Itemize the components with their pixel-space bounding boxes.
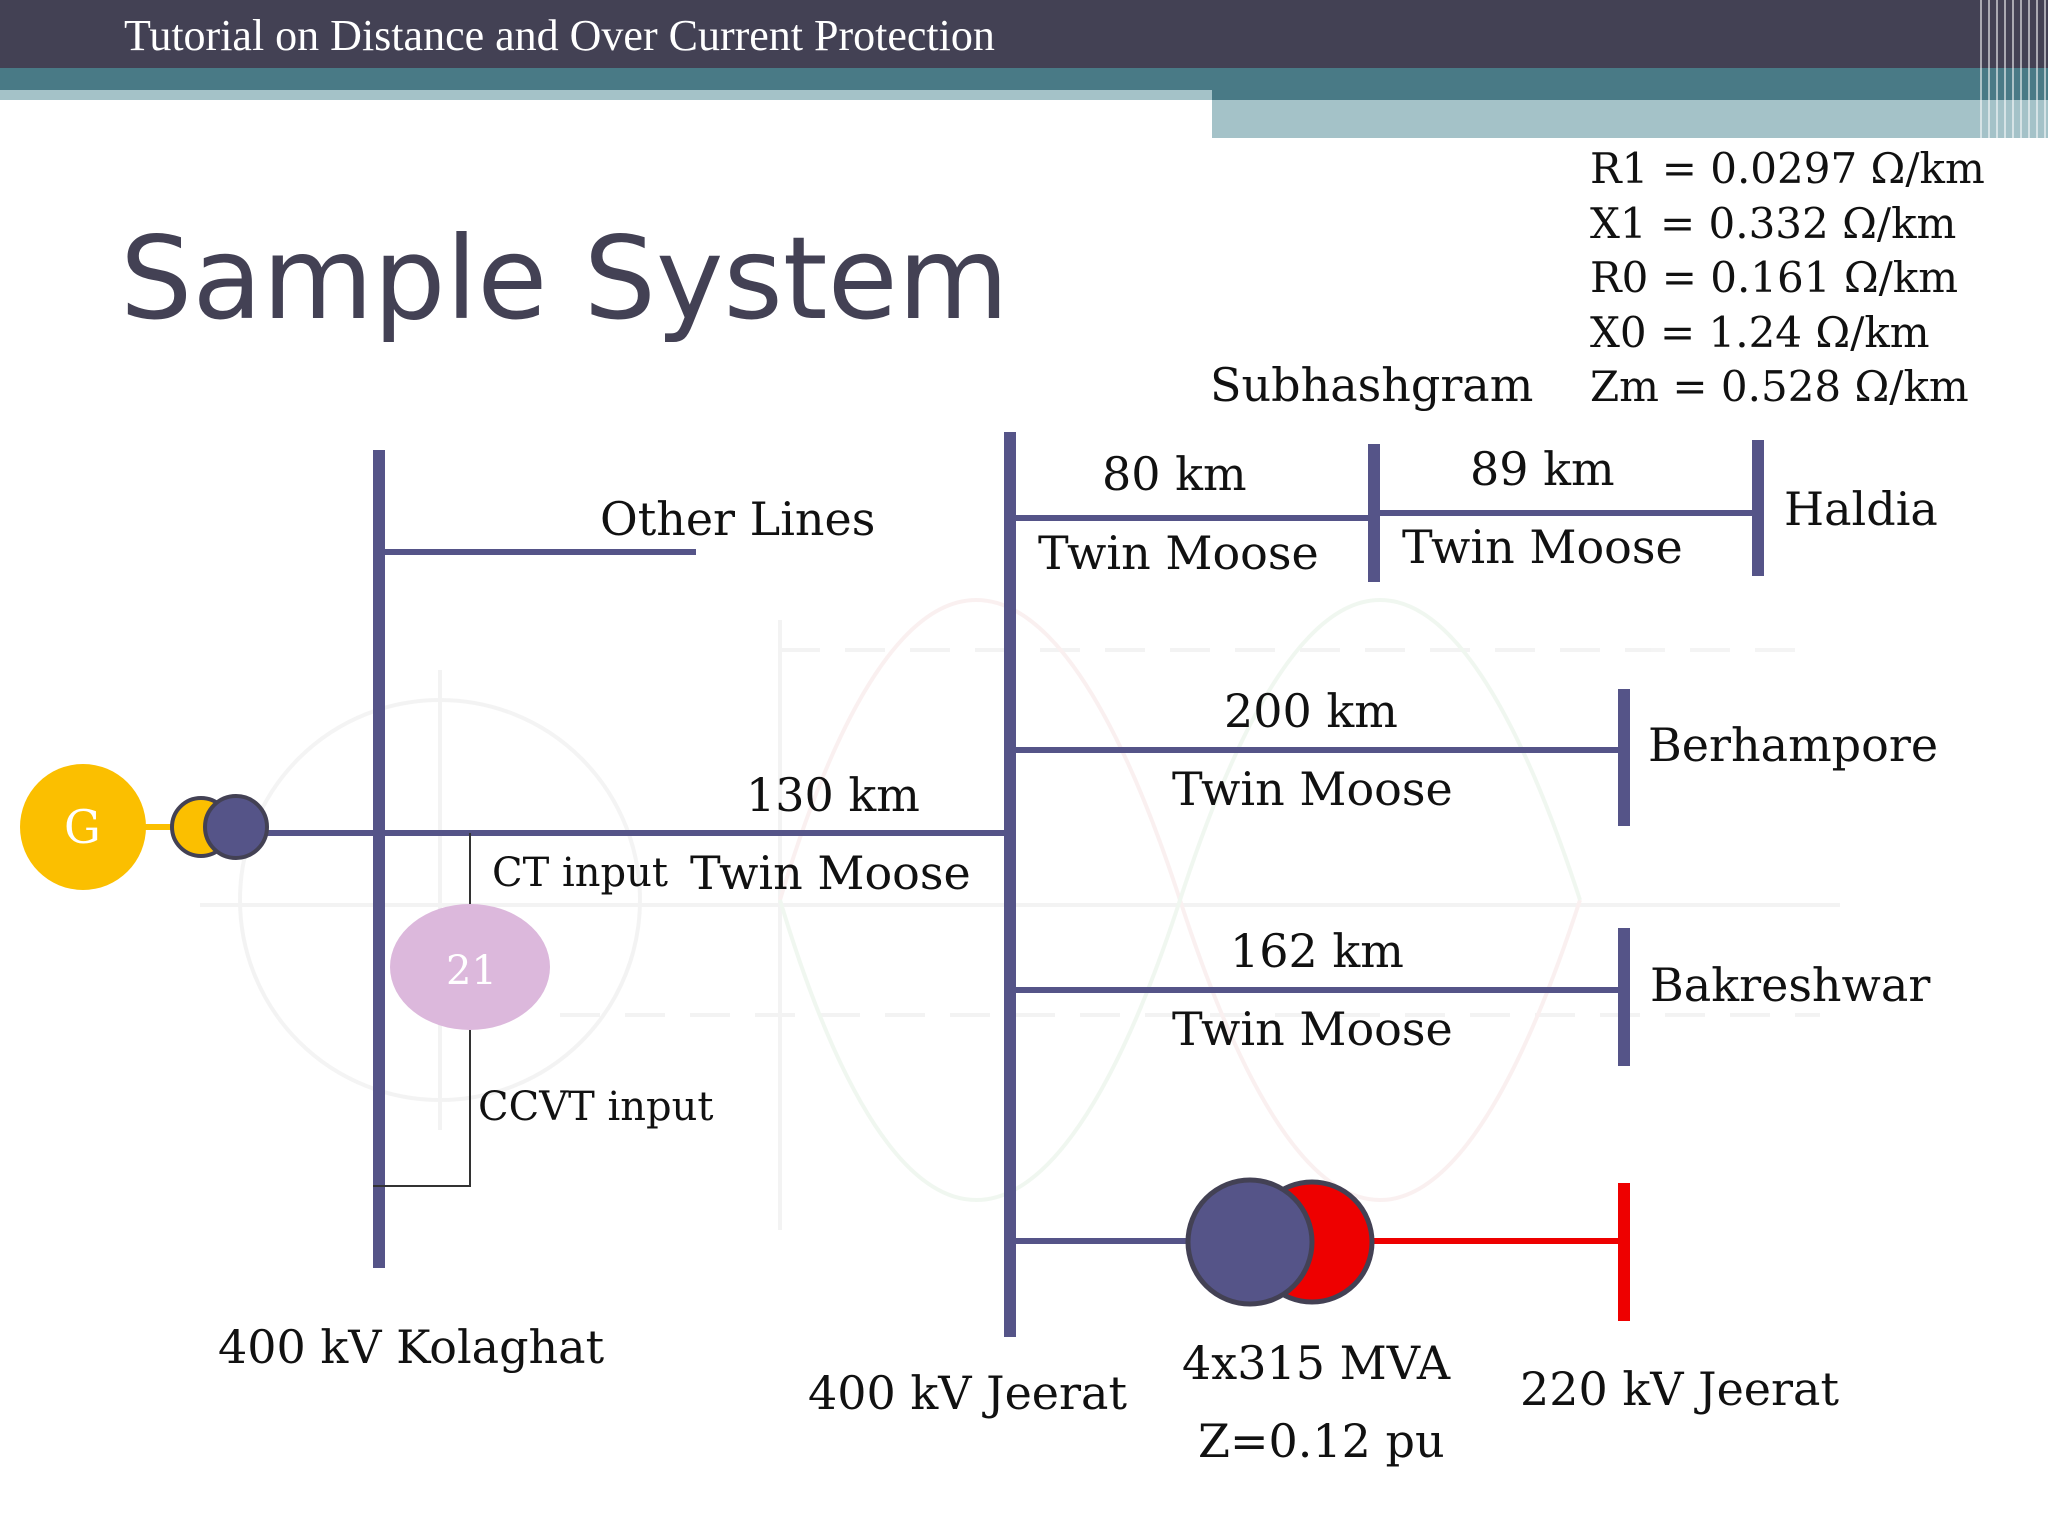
line-130-length: 130 km [746,768,920,822]
header-accent-strip [0,90,1212,100]
ccvt-input-label: CCVT input [478,1084,714,1130]
bus-jeerat-220-label: 220 kV Jeerat [1520,1362,1839,1416]
transformer-hv-winding [1185,1177,1315,1307]
line-200-length: 200 km [1224,684,1398,738]
generator-label: G [64,800,101,854]
param-r1: R1 = 0.0297 Ω/km [1590,144,1985,193]
bus-kolaghat-label: 400 kV Kolaghat [218,1320,605,1374]
line-162-length: 162 km [1230,924,1404,978]
berhampore-label: Berhampore [1648,718,1939,772]
line-80-length: 80 km [1102,447,1247,501]
line-80-conductor: Twin Moose [1038,526,1319,580]
header-title: Tutorial on Distance and Over Current Pr… [124,11,995,60]
subhashgram-label: Subhashgram [1210,358,1534,412]
other-lines-label: Other Lines [600,492,876,546]
line-200-conductor: Twin Moose [1172,762,1453,816]
line-162-conductor: Twin Moose [1172,1002,1453,1056]
ct-input-label: CT input [492,850,668,896]
line-89-length: 89 km [1470,442,1615,496]
gen-transformer-secondary [203,794,269,860]
header-stripe-decoration [1980,0,2048,138]
header-bar: Tutorial on Distance and Over Current Pr… [0,0,2048,68]
line-130-conductor: Twin Moose [690,846,971,900]
param-r0: R0 = 0.161 Ω/km [1590,253,1959,302]
bus-jeerat-400-label: 400 kV Jeerat [808,1366,1127,1420]
param-zm: Zm = 0.528 Ω/km [1590,362,1969,411]
slide-title: Sample System [120,212,1009,345]
haldia-label: Haldia [1784,482,1938,536]
line-parameters: R1 = 0.0297 Ω/km X1 = 0.332 Ω/km R0 = 0.… [1590,142,1985,415]
relay-label: 21 [446,948,497,994]
param-x1: X1 = 0.332 Ω/km [1590,198,1957,248]
line-89-conductor: Twin Moose [1402,520,1683,574]
param-x0: X0 = 1.24 Ω/km [1590,307,1930,357]
transformer-impedance-label: Z=0.12 pu [1198,1414,1445,1468]
ccvt-input-wire [373,1030,471,1187]
distance-relay-icon [390,904,550,1030]
header-accent-block [1212,100,2048,138]
bakreshwar-label: Bakreshwar [1650,958,1931,1012]
generator-icon [20,764,146,890]
transformer-rating-label: 4x315 MVA [1182,1336,1451,1390]
